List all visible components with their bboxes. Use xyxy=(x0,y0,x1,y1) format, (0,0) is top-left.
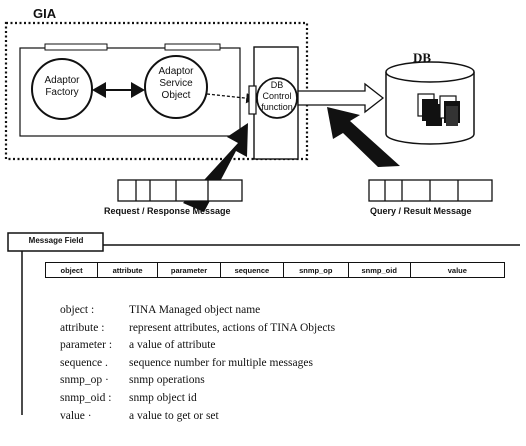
legend-key: object : xyxy=(60,304,95,316)
node-label-line: Adaptor xyxy=(158,66,194,77)
service-to-control-link xyxy=(206,93,256,104)
message-field-row: object attribute parameter sequence snmp… xyxy=(45,262,505,278)
node-label-line: Adaptor xyxy=(44,75,80,86)
node-label-line: Control xyxy=(262,91,292,101)
field-sequence: sequence xyxy=(221,263,284,277)
field-object: object xyxy=(46,263,99,277)
inner-box-tab-right xyxy=(164,43,221,51)
db-records-icon xyxy=(417,93,460,126)
inner-box-tab-left xyxy=(44,43,108,51)
legend-desc: sequence number for multiple messages xyxy=(129,356,313,369)
node-label-line: Factory xyxy=(45,87,79,98)
field-attribute: attribute xyxy=(98,263,159,277)
request-response-packet xyxy=(117,179,243,202)
node-label-line: Object xyxy=(161,90,191,101)
field-legend: object : TINA Managed object name attrib… xyxy=(60,302,335,425)
adaptor-service-object-node xyxy=(144,55,208,119)
legend-row: parameter : a value of attribute xyxy=(60,337,335,355)
message-field-tab xyxy=(7,232,104,252)
legend-row: snmp_oid : snmp object id xyxy=(60,390,335,408)
legend-key: attribute : xyxy=(60,321,105,334)
node-label-line: function xyxy=(261,102,293,112)
query-result-caption: Query / Result Message xyxy=(370,206,472,216)
legend-row: sequence . sequence number for multiple … xyxy=(60,355,335,373)
adaptor-factory-label: Adaptor Factory xyxy=(32,75,92,99)
legend-key: snmp_oid : xyxy=(60,391,112,404)
legend-desc: snmp object id xyxy=(129,391,197,404)
legend-desc: TINA Managed object name xyxy=(129,304,261,316)
legend-key: parameter : xyxy=(60,339,113,352)
query-pointer-arrow xyxy=(327,107,400,167)
node-label-line: Service xyxy=(159,78,193,89)
legend-desc: snmp operations xyxy=(129,374,205,387)
control-to-db-arrow xyxy=(297,82,385,114)
db-label: DB xyxy=(413,50,432,65)
gia-label: GIA xyxy=(33,6,57,21)
request-response-caption: Request / Response Message xyxy=(104,206,231,216)
db-control-function-node xyxy=(256,77,298,119)
legend-desc: represent attributes, actions of TINA Ob… xyxy=(129,321,336,334)
field-parameter: parameter xyxy=(158,263,221,277)
db-cylinder-top xyxy=(385,61,475,83)
legend-key: snmp_op · xyxy=(60,374,109,387)
legend-row: object : TINA Managed object name xyxy=(60,302,335,320)
field-snmp-oid: snmp_oid xyxy=(349,263,411,277)
legend-desc: a value of attribute xyxy=(129,339,216,352)
message-field-tab-label: Message Field xyxy=(28,236,84,245)
legend-desc: a value to get or set xyxy=(129,409,219,422)
field-snmp-op: snmp_op xyxy=(284,263,349,277)
legend-row: snmp_op · snmp operations xyxy=(60,372,335,390)
legend-key: sequence . xyxy=(60,356,108,369)
legend-key: value · xyxy=(60,409,92,422)
adaptor-service-object-label: Adaptor Service Object xyxy=(146,66,206,102)
query-result-packet xyxy=(368,179,493,202)
db-control-function-label: DB Control function xyxy=(255,80,299,113)
node-label-line: DB xyxy=(270,80,284,90)
field-value: value xyxy=(447,265,467,275)
legend-row: value · a value to get or set xyxy=(60,408,335,426)
legend-row: attribute : represent attributes, action… xyxy=(60,320,335,338)
gia-inner-box xyxy=(19,47,241,137)
db-control-port xyxy=(248,85,257,115)
